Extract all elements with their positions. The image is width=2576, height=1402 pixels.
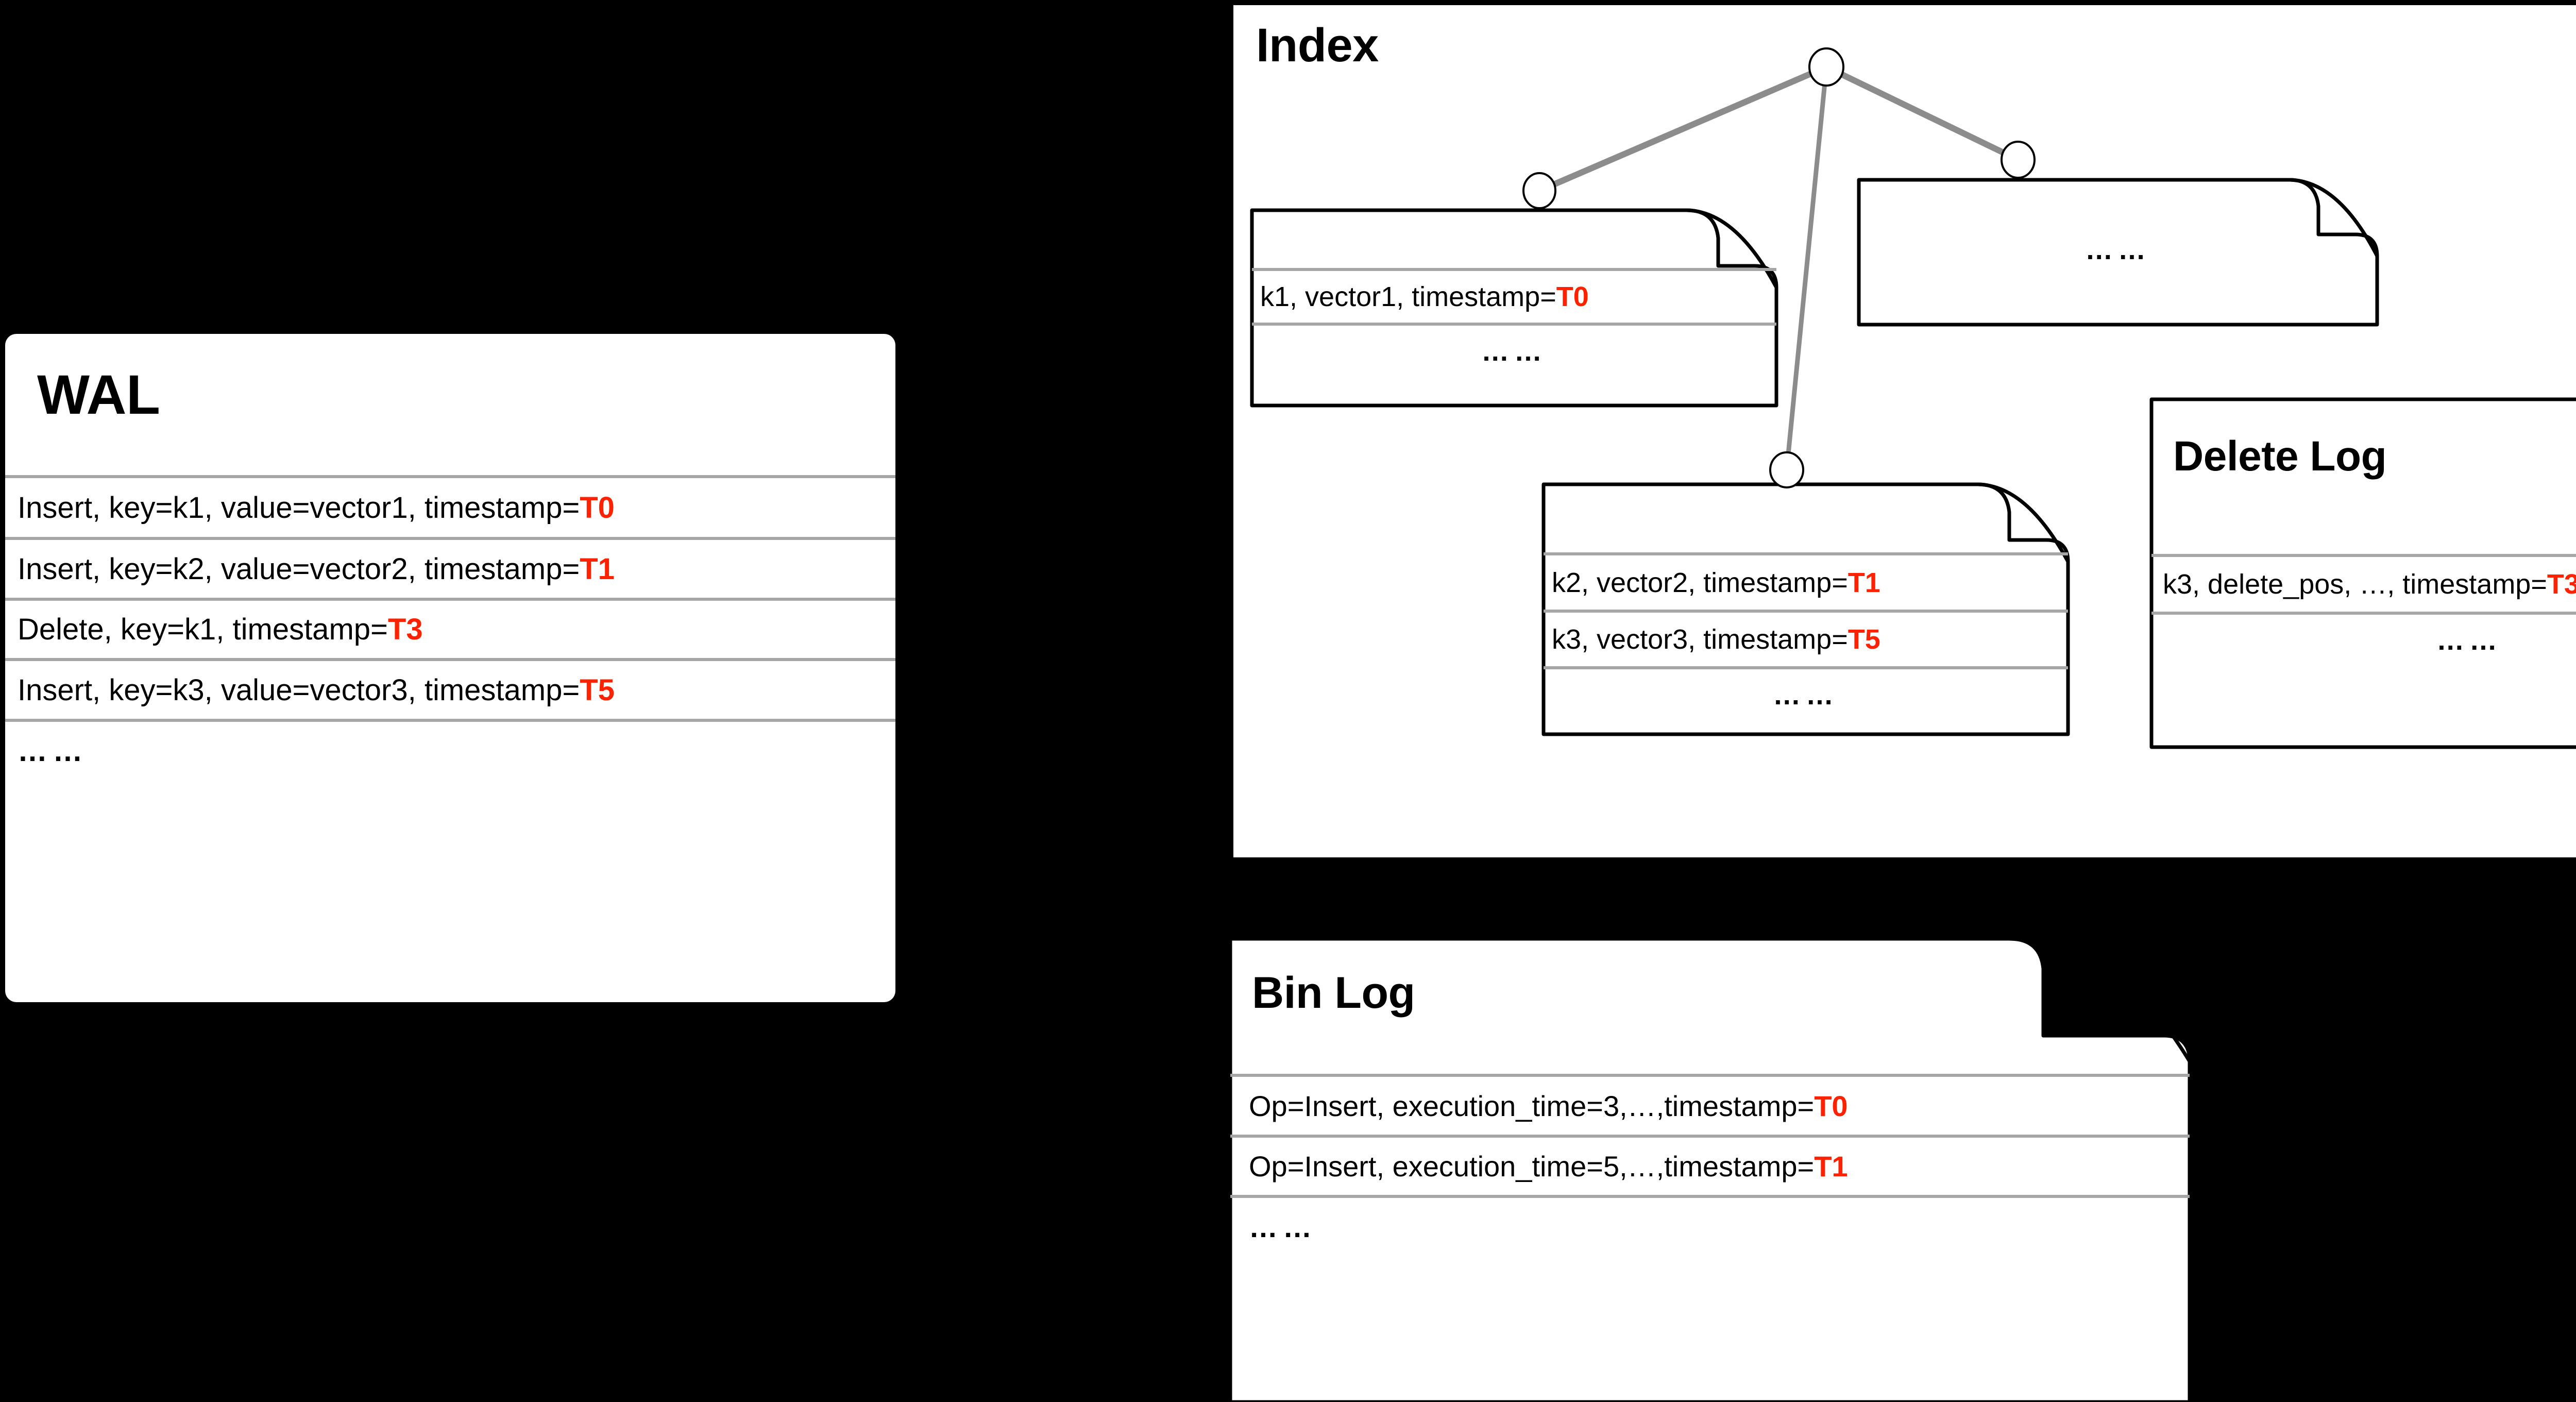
wal-title: WAL — [37, 363, 160, 426]
k2k3-separator — [1544, 666, 2068, 669]
k2k3-row: k3, vector3, timestamp=T5 — [1552, 613, 2067, 666]
binlog-row-text: …… — [1249, 1210, 1317, 1243]
binlog-separator — [1230, 1074, 2190, 1077]
binlog-title: Bin Log — [1252, 968, 1415, 1018]
wal-row-timestamp: T3 — [387, 613, 423, 646]
k2k3-row-timestamp: T5 — [1848, 624, 1880, 655]
binlog-row: Op=Insert, execution_time=3,…,timestamp=… — [1249, 1077, 2187, 1135]
tree-edge-root-right — [1825, 64, 2020, 163]
binlog-separator — [1230, 1135, 2190, 1138]
index-node-more-shape — [1857, 178, 2379, 327]
wal-row-text: Insert, key=k2, value=vector2, timestamp… — [18, 552, 580, 586]
index-node-k2k3-shape — [1541, 482, 2070, 736]
delete-log-shape — [2149, 397, 2576, 749]
k2k3-row-timestamp: T1 — [1848, 567, 1880, 598]
tree-node-child-right — [2001, 141, 2036, 179]
k1-row-text: k1, vector1, timestamp= — [1260, 281, 1556, 312]
wal-row-timestamp: T0 — [580, 491, 615, 525]
k2k3-row: …… — [1544, 669, 2068, 721]
binlog-row-text: Op=Insert, execution_time=3,…,timestamp= — [1249, 1089, 1815, 1122]
index-tree-nodes — [1522, 47, 2036, 488]
binlog-panel: Bin Log Op=Insert, execution_time=3,…,ti… — [1230, 939, 2190, 1402]
delete-log-title: Delete Log — [2173, 433, 2387, 480]
more-row: …… — [1859, 224, 2377, 276]
wal-separator — [5, 719, 895, 722]
k1-separator — [1252, 323, 1776, 326]
binlog-row: Op=Insert, execution_time=5,…,timestamp=… — [1249, 1138, 2187, 1195]
index-tree-graph — [1538, 64, 2020, 470]
wal-row-timestamp: T5 — [580, 673, 615, 707]
delete-log-separator — [2151, 612, 2576, 615]
binlog-separator — [1230, 1195, 2190, 1198]
tree-node-child-left — [1522, 172, 1556, 209]
delete-log-separator — [2151, 554, 2576, 557]
k2k3-separator — [1544, 610, 2068, 613]
delete-log-row-text: …… — [2436, 625, 2502, 656]
k2k3-row-text: …… — [1773, 680, 1839, 711]
k2k3-row: k2, vector2, timestamp=T1 — [1552, 555, 2067, 610]
index-panel: Index k1, vector1, timestamp=T0 …… — [1233, 5, 2576, 857]
binlog-row-text: Op=Insert, execution_time=5,…,timestamp= — [1249, 1150, 1815, 1183]
k1-row-timestamp: T0 — [1556, 281, 1589, 312]
wal-separator — [5, 475, 895, 478]
wal-row: Delete, key=k1, timestamp=T3 — [18, 601, 893, 658]
wal-row: Insert, key=k1, value=vector1, timestamp… — [18, 478, 893, 537]
more-row-text: …… — [2085, 234, 2151, 265]
k1-row: …… — [1252, 326, 1776, 377]
k1-row-text: …… — [1481, 336, 1547, 367]
wal-row: …… — [18, 722, 893, 780]
index-title: Index — [1256, 19, 1379, 72]
delete-log-row-text: k3, delete_pos, …, timestamp= — [2163, 569, 2547, 600]
wal-separator — [5, 658, 895, 661]
wal-row-text: Insert, key=k3, value=vector3, timestamp… — [18, 673, 580, 707]
wal-row-timestamp: T1 — [580, 552, 615, 586]
wal-separator — [5, 598, 895, 601]
tree-node-child-bottom — [1769, 451, 1804, 488]
k1-separator — [1252, 268, 1776, 271]
wal-row-text: …… — [18, 734, 88, 768]
tree-edge-root-bottom — [1784, 66, 1829, 470]
k2k3-row-text: k2, vector2, timestamp= — [1552, 567, 1848, 598]
wal-row-text: Insert, key=k1, value=vector1, timestamp… — [18, 491, 580, 525]
tree-node-root — [1808, 47, 1844, 87]
index-node-k2k3: k2, vector2, timestamp=T1 k3, vector3, t… — [1544, 484, 2068, 734]
index-node-k1: k1, vector1, timestamp=T0 …… — [1252, 210, 1776, 406]
index-node-k1-shape — [1250, 208, 1778, 408]
delete-log-node: Delete Log k3, delete_pos, …, timestamp=… — [2151, 399, 2576, 747]
k2k3-row-text: k3, vector3, timestamp= — [1552, 624, 1848, 655]
binlog-row-timestamp: T0 — [1814, 1089, 1848, 1122]
tree-edge-root-left — [1538, 64, 1828, 194]
delete-log-row: k3, delete_pos, …, timestamp=T3 — [2163, 557, 2576, 612]
delete-log-row-timestamp: T3 — [2547, 569, 2576, 600]
wal-panel: WAL Insert, key=k1, value=vector1, times… — [5, 334, 895, 1002]
index-node-more: …… — [1859, 180, 2377, 325]
wal-row: Insert, key=k2, value=vector2, timestamp… — [18, 540, 893, 598]
wal-row-text: Delete, key=k1, timestamp= — [18, 613, 388, 646]
k1-row: k1, vector1, timestamp=T0 — [1260, 271, 1775, 323]
wal-row: Insert, key=k3, value=vector3, timestamp… — [18, 661, 893, 719]
binlog-row-timestamp: T1 — [1814, 1150, 1848, 1183]
wal-separator — [5, 537, 895, 540]
delete-log-row: …… — [2151, 615, 2576, 666]
binlog-row: …… — [1249, 1198, 2187, 1256]
k2k3-separator — [1544, 552, 2068, 555]
